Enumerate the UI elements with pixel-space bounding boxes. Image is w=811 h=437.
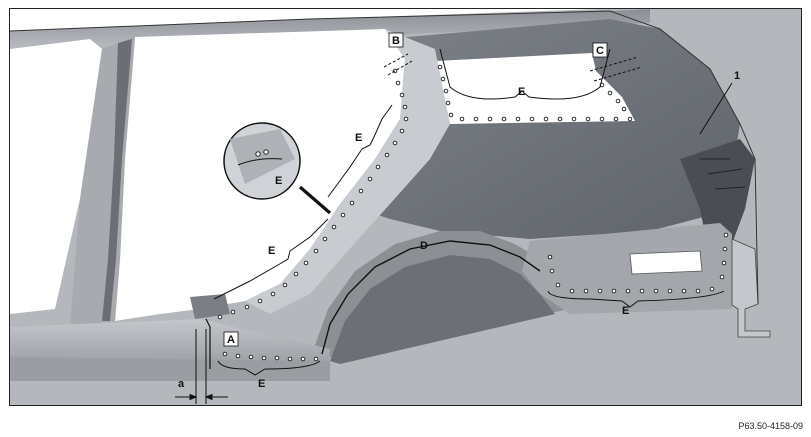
brace-e-pillar-upper [327, 104, 393, 198]
brace-e-floor [547, 290, 725, 308]
dimension-a [175, 329, 228, 404]
rear-floor [522, 223, 732, 314]
rear-window-opening [435, 53, 635, 124]
callout-box-a: A [223, 331, 239, 347]
brace-e-sill [217, 360, 321, 376]
cut-line-b [383, 53, 413, 76]
callout-e-pillar-lower: E [268, 245, 275, 257]
rear-floor-slot [629, 250, 703, 275]
tail-light-lines [700, 158, 746, 190]
callout-e-pillar-upper: E [355, 132, 362, 144]
cut-line-d [321, 240, 541, 355]
callout-box-c: C [592, 42, 608, 58]
callout-1: 1 [734, 70, 740, 82]
wheel-arch-inner [330, 255, 555, 364]
callout-b-label: B [392, 35, 400, 47]
callout-a-dimension: a [178, 378, 185, 390]
brace-e-pillar-lower [213, 218, 329, 300]
cut-line-a [205, 318, 211, 369]
detail-magnifier [223, 122, 332, 215]
weld-seam-sill [222, 351, 319, 362]
front-door-opening [10, 39, 102, 314]
weld-seam-rear-floor [547, 232, 729, 294]
brace-e-window [439, 48, 611, 100]
tail-light-recess [680, 139, 755, 259]
diagram-frame: A B C 1 E E E E D E E a [9, 8, 802, 406]
leader-1 [699, 82, 733, 135]
c-pillar [245, 29, 450, 314]
figure-id: P63.50-4158-09 [738, 421, 803, 431]
weld-seam-c-pillar [217, 68, 409, 320]
callout-e-floor: E [622, 305, 629, 317]
callout-e-detail: E [275, 175, 282, 187]
cut-line-c [589, 56, 643, 82]
side-wall-drawing: A B C 1 E E E E D E E a [10, 9, 801, 405]
callout-box-b: B [388, 32, 404, 48]
callout-d: D [420, 240, 428, 252]
callout-e-window: E [518, 86, 525, 98]
b-pillar-shadow [102, 39, 132, 321]
callout-e-sill: E [258, 378, 265, 390]
callout-c-label: C [596, 45, 604, 57]
sill-step [190, 294, 230, 319]
callout-a-label: A [227, 334, 235, 346]
sill-lower-edge [10, 357, 330, 381]
weld-seam-rear-window [437, 64, 633, 122]
body-outline [10, 10, 759, 305]
rear-bracket [731, 238, 771, 338]
